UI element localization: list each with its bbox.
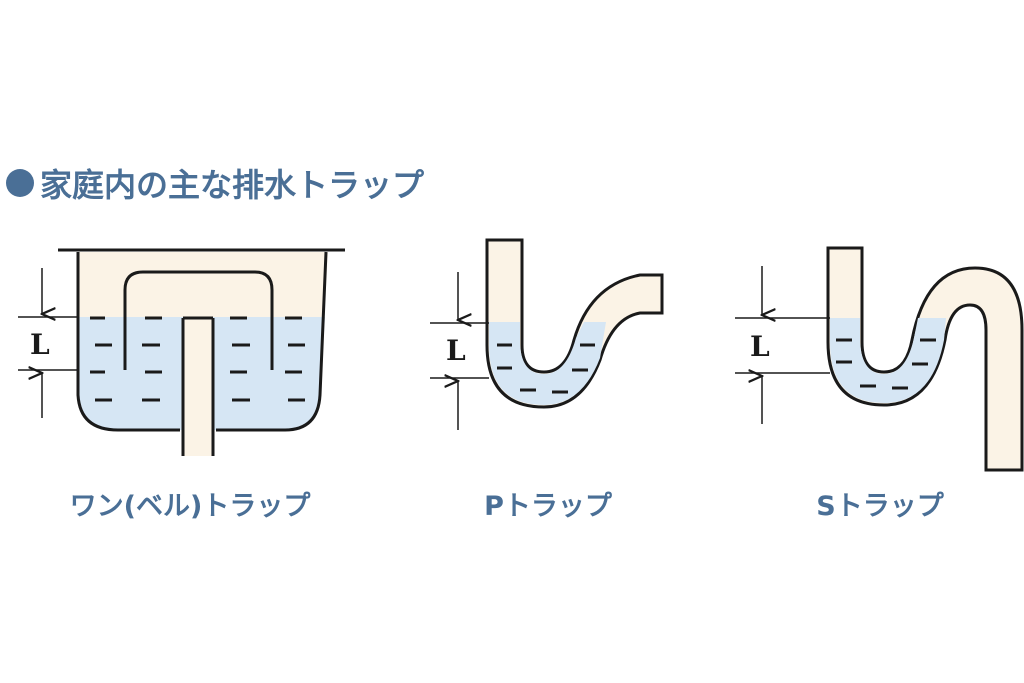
bell-l-label: L [30, 328, 50, 361]
bullet-icon [6, 169, 34, 197]
diagram-title: 家庭内の主な排水トラップ [6, 160, 424, 206]
bell-bowl-outline [76, 251, 328, 432]
p-water-dashes [497, 343, 595, 394]
p-water [489, 322, 606, 405]
s-l-label: L [750, 330, 770, 363]
p-l-label: L [446, 334, 466, 367]
s-water [830, 318, 946, 403]
s-trap: L [735, 246, 1024, 472]
caption-bell-trap: ワン(ベル)トラップ [69, 491, 311, 522]
caption-s-trap: Sトラップ [816, 491, 944, 522]
bell-drain-fill [183, 318, 213, 456]
p-trap: L [430, 238, 664, 430]
bell-dimension [18, 268, 78, 418]
bell-trap: L [18, 248, 345, 456]
title-text: 家庭内の主な排水トラップ [40, 166, 425, 204]
bell-water-dashes [90, 316, 305, 402]
caption-p-trap: Pトラップ [484, 491, 612, 522]
bell-cap [123, 270, 274, 370]
s-water-dashes [836, 338, 936, 390]
p-dimension [430, 272, 489, 430]
s-dimension [735, 266, 830, 424]
